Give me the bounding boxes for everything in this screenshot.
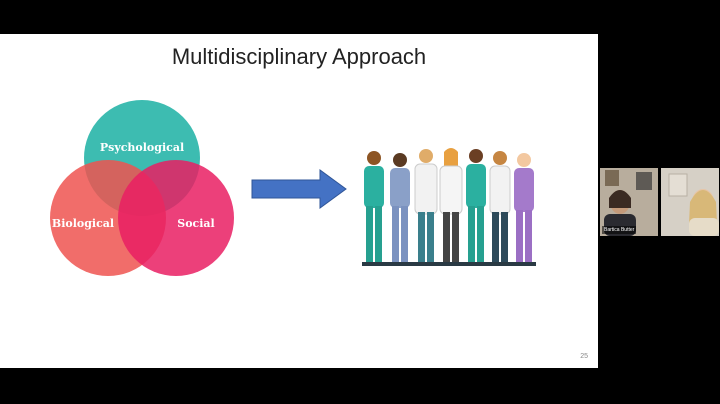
- venn-diagram: Psychological Biological Social: [50, 100, 234, 276]
- team-member-icon: [514, 153, 534, 264]
- participant-video-frame: [661, 168, 719, 236]
- participant-video-tile[interactable]: Bartica Butter: [600, 168, 658, 236]
- right-arrow-icon: [251, 169, 347, 209]
- slide-number: 25: [580, 353, 588, 360]
- team-member-icon: [466, 149, 486, 264]
- team-member-icon: [364, 151, 384, 264]
- participant-video-frame: [600, 168, 658, 236]
- team-member-icon: [414, 149, 438, 264]
- slide-title: Multidisciplinary Approach: [171, 44, 427, 69]
- participant-video-tile[interactable]: [661, 168, 719, 236]
- participant-name: Bartica Butter: [602, 226, 637, 234]
- team-member-icon: [439, 148, 463, 264]
- team-member-icon: [390, 153, 410, 264]
- team-shoes-icon: [362, 262, 536, 266]
- biological-label: Biological: [52, 217, 114, 230]
- social-circle: [118, 160, 234, 276]
- presentation-slide: Multidisciplinary Approach Psychological…: [0, 34, 598, 368]
- psychological-label: Psychological: [100, 141, 184, 154]
- social-label: Social: [177, 217, 214, 230]
- healthcare-team-icon: [362, 148, 536, 266]
- team-member-icon: [489, 151, 511, 264]
